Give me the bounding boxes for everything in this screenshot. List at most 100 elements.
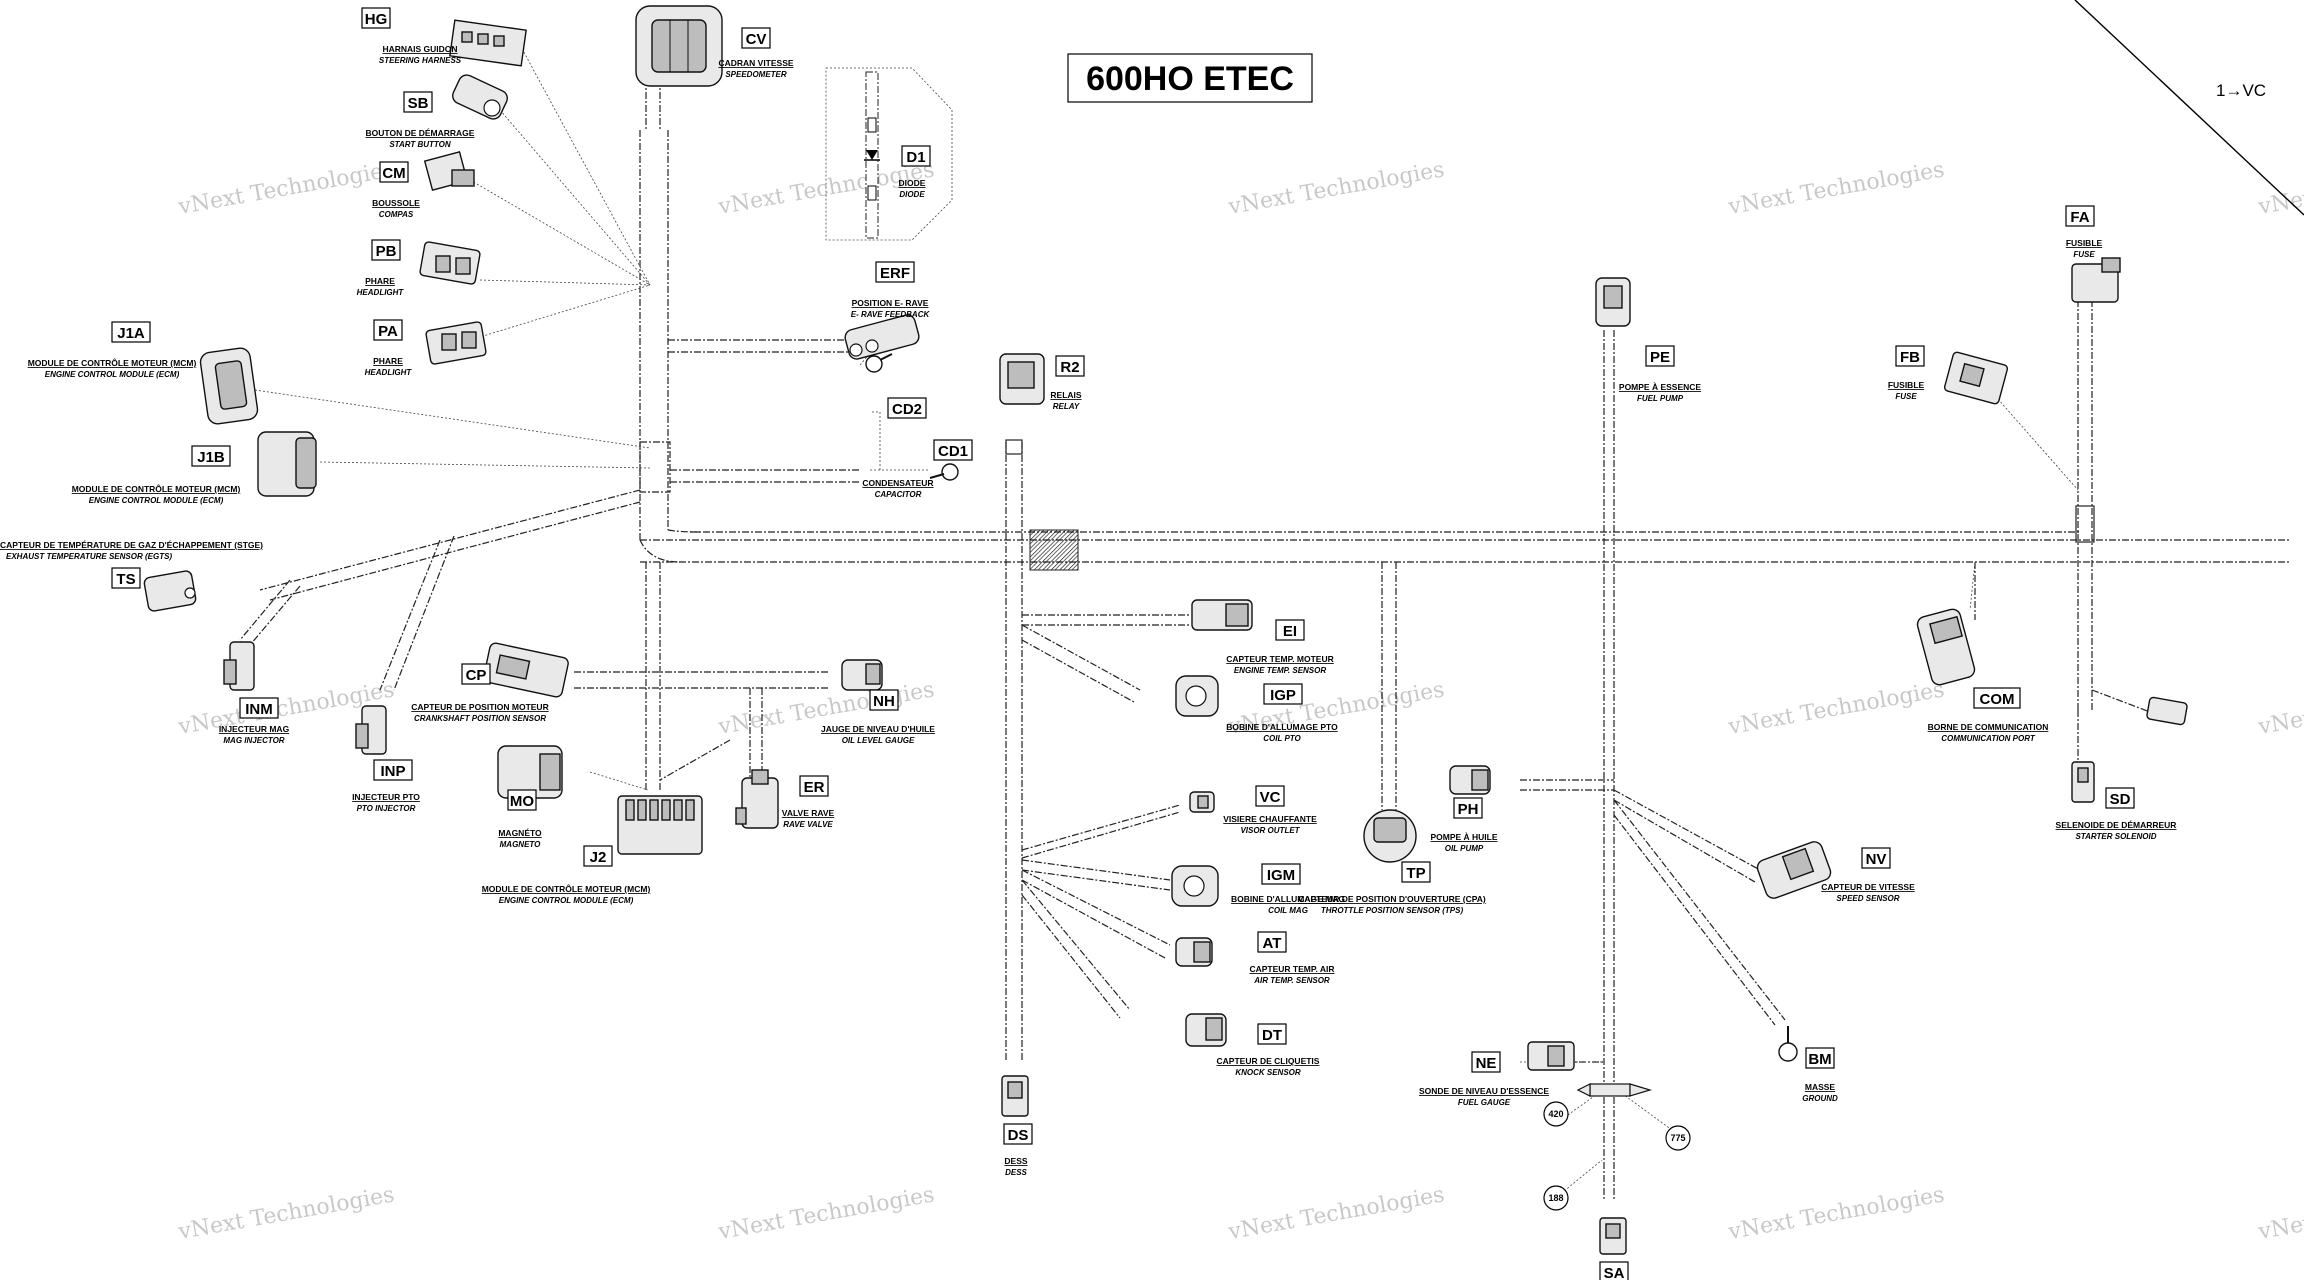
component-english-name: ENGINE CONTROL MODULE (ECM) [89, 496, 224, 505]
watermark-text: vNext Technologies [716, 1182, 937, 1245]
component-french-name: FUSIBLE [2066, 238, 2103, 248]
component-code: PE [1650, 349, 1670, 366]
part-reference-number: 188 [1548, 1193, 1563, 1203]
component-label-ts: TS CAPTEUR DE TEMPÉRATURE DE GAZ D'ÉCHAPP… [0, 540, 263, 589]
component-code: AT [1263, 935, 1282, 952]
component-code: MO [510, 793, 534, 810]
component-english-name: GROUND [1802, 1094, 1838, 1103]
component-french-name: SONDE DE NIVEAU D'ESSENCE [1419, 1086, 1549, 1096]
connector-pe-icon [1595, 277, 1631, 327]
component-french-name: VISIERE CHAUFFANTE [1223, 814, 1317, 824]
component-french-name: INJECTEUR MAG [219, 724, 290, 734]
component-french-name: MAGNÉTO [498, 828, 542, 838]
component-code: BM [1808, 1051, 1831, 1068]
connector-j1a-icon [199, 347, 259, 425]
connector-ds-icon [1001, 1075, 1029, 1117]
component-french-name: CAPTEUR DE TEMPÉRATURE DE GAZ D'ÉCHAPPEM… [0, 540, 263, 550]
component-code: INM [245, 701, 273, 718]
component-label-sa: SA [1599, 1261, 1629, 1280]
corner-reference: 1→VC [2074, 0, 2304, 216]
component-english-name: COMMUNICATION PORT [1941, 734, 2036, 743]
component-code: DS [1008, 1127, 1029, 1144]
connector-com-icon [1916, 608, 1976, 686]
component-code: CV [746, 31, 767, 48]
connector-tp-icon [1363, 809, 1417, 863]
component-english-name: CRANKSHAFT POSITION SENSOR [414, 714, 546, 723]
component-english-name: HEADLIGHT [357, 288, 405, 297]
component-french-name: INJECTEUR PTO [352, 792, 420, 802]
component-english-name: OIL PUMP [1445, 844, 1484, 853]
component-french-name: PHARE [373, 356, 403, 366]
component-code: J1A [117, 325, 145, 342]
component-code: EI [1283, 623, 1297, 640]
component-french-name: MODULE DE CONTRÔLE MOTEUR (MCM) [72, 483, 241, 494]
component-english-name: DIODE [899, 190, 925, 199]
connector-cv-icon [635, 5, 723, 87]
connector-ei-icon [1191, 599, 1253, 631]
component-code: SB [408, 95, 429, 112]
component-code: PH [1458, 801, 1479, 818]
component-english-name: START BUTTON [389, 140, 451, 149]
connector-sd-icon [2071, 761, 2095, 803]
watermark-text: vNext Technologies [176, 1182, 397, 1245]
watermark-text: vNext Technologies [176, 157, 397, 220]
harness-bundles [239, 40, 2290, 1200]
terminal-cd1-icon [929, 463, 959, 481]
component-french-name: MODULE DE CONTRÔLE MOTEUR (MCM) [28, 357, 197, 368]
component-code: COM [1980, 691, 2015, 708]
component-code: TS [116, 571, 135, 588]
component-code: CD2 [892, 401, 922, 418]
component-french-name: BOBINE D'ALLUMAGE MAG [1231, 894, 1345, 904]
component-english-name: PTO INJECTOR [357, 804, 416, 813]
component-code: CP [466, 667, 487, 684]
diagram-title-text: 600HO ETEC [1086, 60, 1294, 98]
component-english-name: FUEL PUMP [1637, 394, 1684, 403]
component-english-name: ENGINE TEMP. SENSOR [1234, 666, 1327, 675]
component-code: CD1 [938, 443, 968, 460]
connector-graphics [143, 5, 2188, 1255]
component-code: PB [376, 243, 397, 260]
connector-hg-icon [449, 19, 527, 67]
part-reference-775: 775 [1665, 1125, 1691, 1151]
component-code: DT [1262, 1027, 1282, 1044]
component-code: CM [382, 165, 405, 182]
part-reference-420: 420 [1543, 1101, 1569, 1127]
component-french-name: BOUSSOLE [372, 198, 420, 208]
watermark-text: vNext Technologies [1726, 1182, 1947, 1245]
component-french-name: MASSE [1805, 1082, 1836, 1092]
component-french-name: CAPTEUR DE POSITION D'OUVERTURE (CPA) [1298, 894, 1486, 904]
connector-vc-icon [1189, 791, 1215, 813]
leader-lines [254, 44, 2079, 1197]
connector-at-icon [1175, 937, 1213, 967]
diode-enclosure [825, 67, 953, 241]
component-code: FB [1900, 349, 1920, 366]
connector-sb-icon [452, 74, 508, 120]
component-english-name: MAG INJECTOR [223, 736, 284, 745]
component-code: SD [2110, 791, 2131, 808]
connector-mo-icon [497, 745, 563, 799]
component-code: NE [1476, 1055, 1497, 1072]
connector-r2-icon [999, 353, 1045, 405]
component-english-name: SPEEDOMETER [725, 70, 787, 79]
part-references: 420 775 188 [1543, 1101, 1691, 1211]
connector-igp-icon [1175, 675, 1219, 717]
component-code: NV [1866, 851, 1887, 868]
